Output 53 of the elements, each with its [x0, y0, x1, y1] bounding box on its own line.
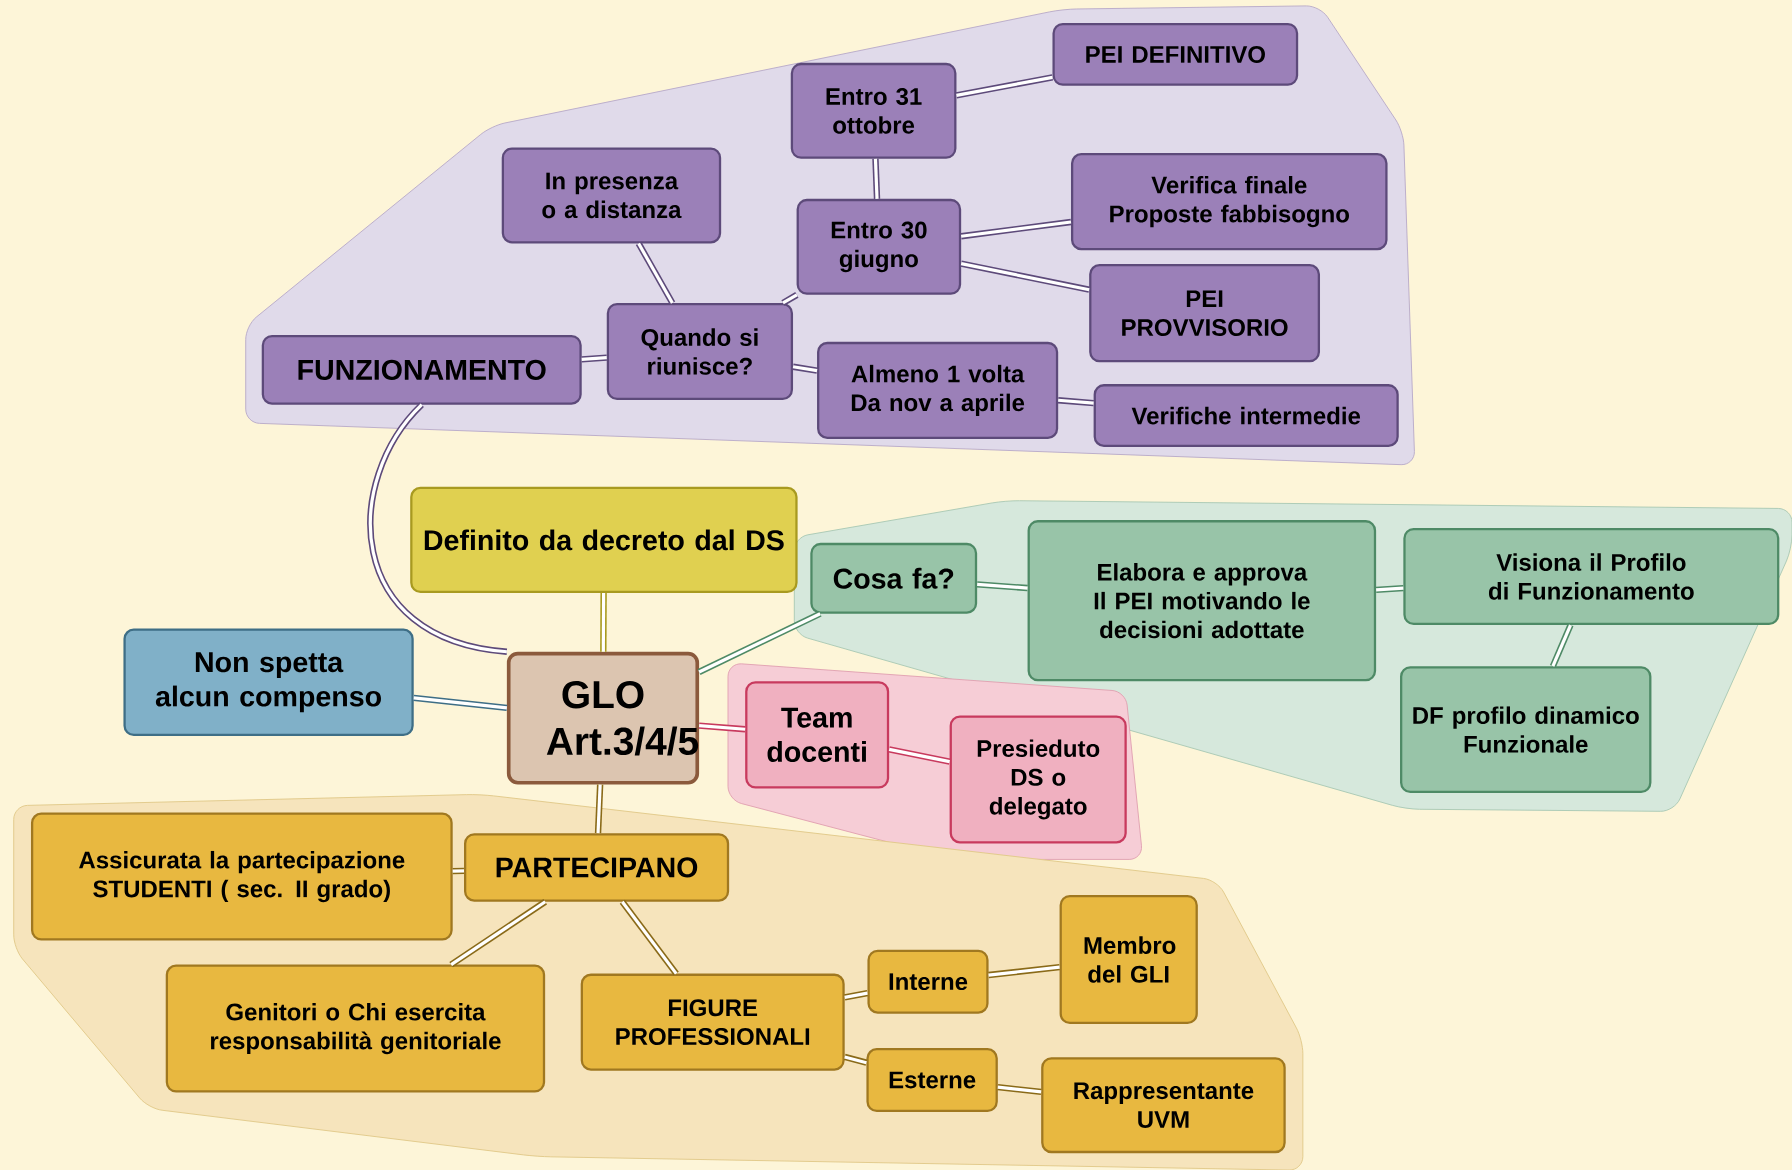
connector — [581, 354, 607, 363]
topic-box: Rappresentante UVM — [1041, 1057, 1286, 1153]
connector — [452, 867, 465, 875]
connector — [976, 581, 1028, 592]
connector — [792, 363, 818, 374]
topic-box: Quando si riunisce? — [606, 302, 794, 400]
topic-box: Non spetta alcun compenso — [123, 628, 414, 736]
connector — [888, 746, 951, 765]
connector — [1057, 396, 1094, 407]
topic-box: Team docenti — [745, 681, 890, 789]
connector — [872, 158, 881, 199]
topic-box: Verifica finale Proposte fabbisogno — [1071, 152, 1388, 251]
topic-box: Definito da decreto dal DS — [410, 486, 798, 593]
topic-box: Almeno 1 volta Da nov a aprile — [817, 341, 1059, 439]
connector — [594, 784, 604, 834]
connector — [843, 1053, 868, 1066]
topic-box: PEI PROVVISORIO — [1089, 263, 1320, 363]
connector — [955, 74, 1054, 99]
topic-box: Cosa fa? — [810, 542, 978, 614]
topic-box: FUNZIONAMENTO — [261, 334, 582, 405]
connector — [619, 899, 679, 976]
connector — [960, 218, 1072, 240]
connector — [960, 260, 1090, 293]
connector — [997, 1083, 1042, 1095]
topic-box: Esterne — [866, 1047, 998, 1112]
topic-box: FIGURE PROFESSIONALI — [580, 973, 845, 1071]
connector — [698, 722, 746, 733]
connector — [1375, 584, 1404, 593]
topic-box: GLO Art.3/4/5 — [506, 651, 700, 785]
connector — [413, 694, 508, 711]
connector — [988, 963, 1060, 979]
connector — [1549, 623, 1574, 668]
connector — [844, 989, 869, 1001]
connector — [635, 241, 676, 305]
connector — [367, 402, 508, 655]
connector — [781, 291, 799, 306]
topic-box: Membro del GLI — [1059, 894, 1198, 1024]
connector — [600, 592, 607, 652]
connector — [449, 898, 548, 968]
topic-box: Entro 31 ottobre — [790, 62, 957, 159]
connector — [697, 610, 822, 675]
topic-box: DF profilo dinamico Funzionale — [1400, 666, 1652, 793]
topic-box: Interne — [867, 949, 989, 1014]
topic-box: Entro 30 giugno — [796, 198, 962, 295]
topic-box: Visiona il Profilo di Funzionamento — [1403, 527, 1780, 625]
topic-box: Genitori o Chi esercita responsabilità genitoriale — [165, 964, 546, 1093]
topic-box: Verifiche intermedie — [1093, 384, 1399, 447]
topic-box: In presenza o a distanza — [501, 147, 722, 244]
topic-box: Assicurata la partecipazione STUDENTI ( sec. II grado) — [30, 812, 453, 941]
topic-box: PARTECIPANO — [464, 833, 730, 902]
topic-box: PEI DEFINITIVO — [1052, 22, 1299, 86]
topic-box: Presieduto DS o delegato — [949, 715, 1127, 844]
topic-box: Elabora e approva Il PEI motivando le decisioni adottate — [1027, 519, 1377, 682]
